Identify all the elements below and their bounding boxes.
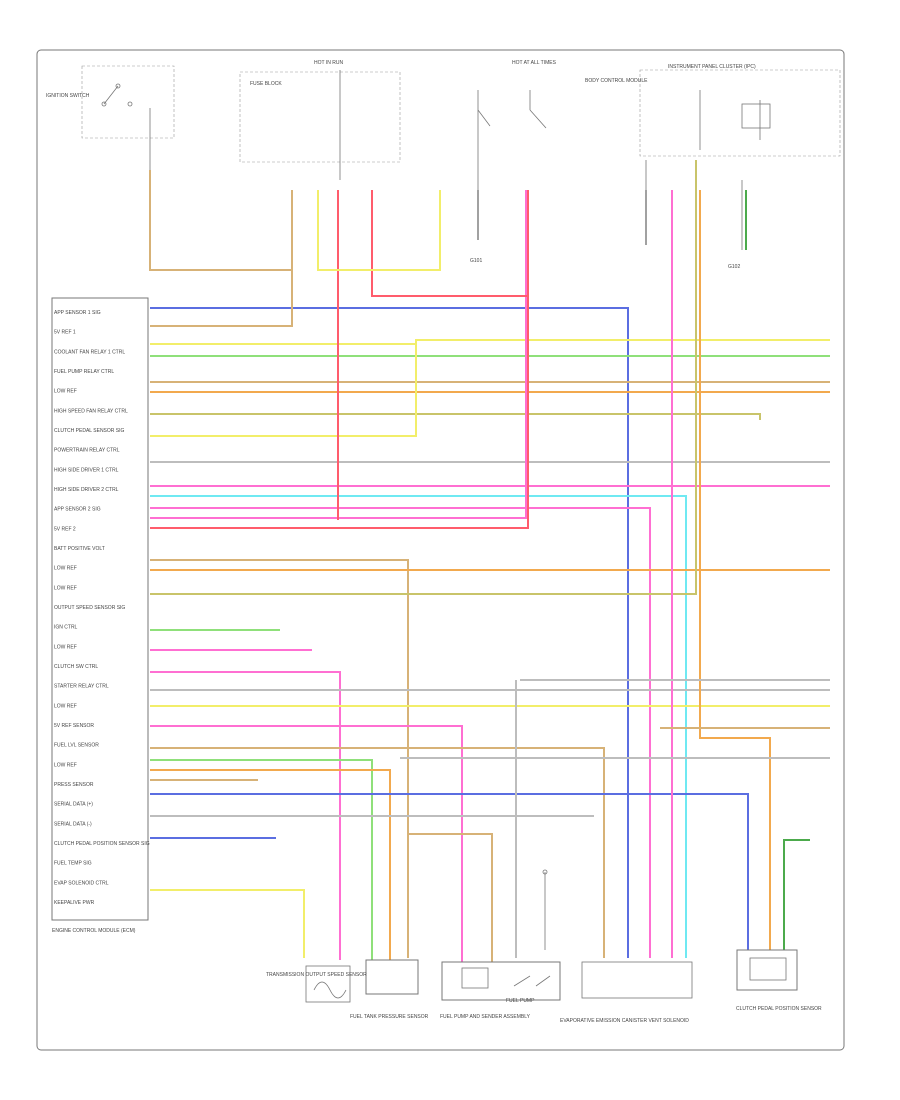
ecm-pin-label: BATT POSITIVE VOLT — [54, 546, 105, 552]
wire-yellow — [317, 190, 441, 271]
wire-tan — [150, 559, 409, 958]
ecm-pin-label: LOW REF — [54, 644, 77, 650]
ecm-labels: APP SENSOR 1 SIG 5V REF 1 COOLANT FAN RELA… — [54, 310, 150, 906]
ecm-pin-label: APP SENSOR 2 SIG — [54, 507, 101, 513]
clutch-sensor-box — [736, 949, 798, 991]
ecm-pin-label: LOW REF — [54, 566, 77, 572]
ecm-pin-label: LOW REF — [54, 762, 77, 768]
wire-orange — [150, 769, 391, 960]
wire-pink — [150, 190, 527, 519]
ignition-switch-label: IGNITION SWITCH — [46, 93, 90, 99]
ground-b-label: G102 — [728, 264, 740, 270]
ignition-switch — [101, 83, 151, 170]
ecm-pin-label: OUTPUT SPEED SENSOR SIG — [54, 605, 125, 611]
wire-red — [371, 190, 528, 297]
wire-orange — [699, 190, 771, 950]
ecm-pin-label: POWERTRAIN RELAY CTRL — [54, 448, 120, 454]
wire-yellow — [150, 889, 305, 958]
evap-vent-label: EVAPORATIVE EMISSION CANISTER VENT SOLEN… — [560, 1018, 689, 1024]
ecm-pin-label: LOW REF — [54, 585, 77, 591]
body-ctrl-label: BODY CONTROL MODULE — [585, 78, 648, 84]
fuse-block-box — [239, 71, 401, 163]
ecm-box — [51, 297, 149, 921]
fuse-block-label: FUSE BLOCK — [250, 81, 282, 87]
wire-blue — [150, 307, 629, 958]
diagram-frame — [36, 49, 845, 1051]
wire-pink — [150, 507, 651, 958]
ground-a-label: G101 — [470, 258, 482, 264]
wire-yellow — [150, 339, 830, 345]
ipc-box — [639, 69, 841, 157]
ecm-pin-label: SERIAL DATA (-) — [54, 821, 92, 827]
ipc-label: INSTRUMENT PANEL CLUSTER (IPC) — [668, 64, 756, 70]
fuel-pump-module-box — [441, 961, 561, 1001]
ecm-caption: ENGINE CONTROL MODULE (ECM) — [52, 928, 136, 934]
wire-pink — [150, 671, 341, 960]
ecm-pin-label: HIGH SIDE DRIVER 2 CTRL — [54, 487, 119, 493]
ecm-pin-label: 5V REF 2 — [54, 526, 76, 532]
fuel-pump-module-label: FUEL PUMP AND SENDER ASSEMBLY — [440, 1014, 531, 1020]
ecm-pin-label: HIGH SIDE DRIVER 1 CTRL — [54, 467, 119, 473]
wire-tan — [408, 833, 493, 962]
bottom-symbols — [305, 869, 787, 1003]
trans-sensor-label: TRANSMISSION OUTPUT SPEED SENSOR — [266, 972, 367, 978]
wire-tan — [150, 747, 605, 958]
wire-tan — [149, 170, 293, 271]
ecm-pin-label: LOW REF — [54, 389, 77, 395]
wire-blue — [150, 793, 749, 950]
ignition-switch-box — [81, 65, 175, 139]
wire-olive — [150, 160, 697, 595]
wire-tan — [150, 190, 293, 327]
ecm-pin-label: CLUTCH PEDAL POSITION SENSOR SIG — [54, 841, 150, 847]
ecm-pin-label: IGN CTRL — [54, 625, 78, 631]
hot-all-label: HOT AT ALL TIMES — [512, 60, 557, 66]
wire-pink — [150, 725, 463, 962]
ecm-pin-label: LOW REF — [54, 703, 77, 709]
ecm-pin-label: KEEPALIVE PWR — [54, 900, 95, 906]
ecm-pin-label: CLUTCH SW CTRL — [54, 664, 98, 670]
ecm-pin-label: 5V REF 1 — [54, 330, 76, 336]
ecm-pin-label: FUEL LVL SENSOR — [54, 743, 99, 749]
ecm-pin-label: APP SENSOR 1 SIG — [54, 310, 101, 316]
wire-green — [150, 759, 373, 960]
fuel-pump-label: FUEL PUMP — [506, 998, 535, 1004]
wire-red — [150, 190, 529, 529]
ecm-pin-label: 5V REF SENSOR — [54, 723, 94, 729]
wires — [149, 160, 830, 962]
fuel-tank-pressure-sensor-box — [365, 959, 419, 995]
ecm-pin-label: FUEL TEMP SIG — [54, 861, 92, 867]
ecm-pin-label: SERIAL DATA (+) — [54, 802, 93, 808]
wire-dkgreen — [783, 839, 810, 950]
ecm-pin-label: STARTER RELAY CTRL — [54, 684, 109, 690]
ecm-pin-label: COOLANT FAN RELAY 1 CTRL — [54, 349, 125, 355]
wire-yellow — [150, 344, 417, 437]
ecm-pin-label: CLUTCH PEDAL SENSOR SIG — [54, 428, 124, 434]
hot-run-label: HOT IN RUN — [314, 60, 343, 66]
ecm-pin-label: HIGH SPEED FAN RELAY CTRL — [54, 408, 128, 414]
fuel-tank-press-label: FUEL TANK PRESSURE SENSOR — [350, 1014, 429, 1020]
ecm-pin-label: PRESS SENSOR — [54, 782, 94, 788]
ecm-pin-label: FUEL PUMP RELAY CTRL — [54, 369, 114, 375]
wire-olive — [150, 413, 761, 420]
relay-symbols — [339, 70, 771, 250]
wire-cyan — [150, 495, 687, 958]
clutch-sensor-label: CLUTCH PEDAL POSITION SENSOR — [736, 1006, 822, 1012]
ecm-pin-label: EVAP SOLENOID CTRL — [54, 880, 109, 886]
